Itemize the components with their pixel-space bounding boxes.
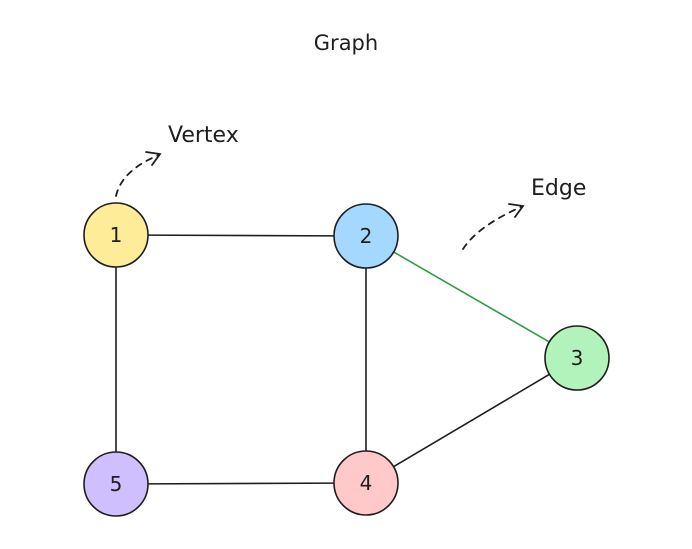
node-3: 3 (544, 325, 610, 391)
edge-2-3 (392, 251, 551, 343)
node-label: 2 (360, 224, 373, 248)
vertex-annotation-label: Vertex (168, 123, 239, 148)
edge-annotation-label: Edge (531, 176, 586, 201)
edge-5-4 (147, 482, 335, 485)
edge-4-3 (392, 373, 551, 468)
vertex-annotation-arrow (115, 154, 160, 197)
edge-1-2 (147, 234, 335, 237)
edge-annotation-arrow (462, 206, 522, 250)
node-4: 4 (333, 450, 399, 516)
node-1: 1 (83, 202, 149, 268)
diagram-title: Graph (314, 31, 378, 55)
node-circle (333, 203, 399, 269)
node-label: 3 (571, 346, 584, 370)
vertex-annotation-arrowhead (145, 151, 162, 166)
node-label: 4 (360, 471, 373, 495)
node-circle (83, 202, 149, 268)
node-5: 5 (83, 451, 149, 517)
edge-annotation-arrowhead (508, 203, 525, 218)
node-label: 5 (110, 472, 123, 496)
node-circle (544, 325, 610, 391)
node-circle (83, 451, 149, 517)
edges-layer (115, 234, 551, 485)
node-label: 1 (110, 223, 123, 247)
nodes-layer: 1 2 3 4 5 (83, 202, 610, 517)
node-circle (333, 450, 399, 516)
node-2: 2 (333, 203, 399, 269)
